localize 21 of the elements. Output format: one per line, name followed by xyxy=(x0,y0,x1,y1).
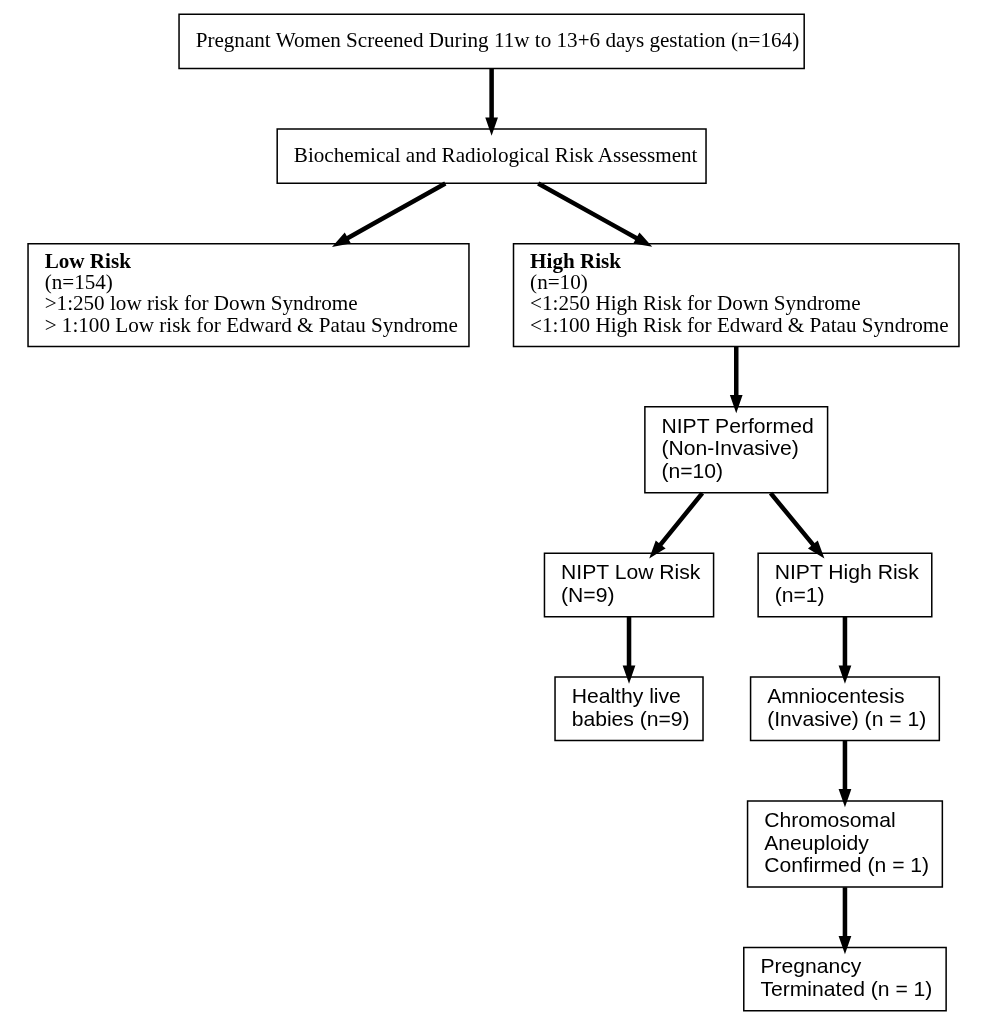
node-box: NIPT Performed (Non-Invasive) (n=10) xyxy=(643,406,828,494)
arrow xyxy=(768,491,824,559)
arrow xyxy=(484,68,498,136)
arrow xyxy=(729,346,743,414)
node-box: Pregnant Women Screened During 11w to 13+6 days gestation (n=164) xyxy=(177,13,805,70)
arrow xyxy=(331,181,446,247)
node-box: NIPT High Risk (n=1) xyxy=(756,552,933,618)
node-box: Chromosomal Aneuploidy Confirmed (n = 1) xyxy=(746,800,943,888)
node-box: NIPT Low Risk (N=9) xyxy=(543,552,714,618)
arrow xyxy=(838,617,851,684)
node-box: High Risk (n=10) <1:250 High Risk for Down Syndrome <1:100 High Risk for Edward & Patau Syndrome xyxy=(512,242,960,348)
arrow xyxy=(648,491,704,559)
arrow xyxy=(838,740,851,808)
arrow xyxy=(536,181,652,247)
node-box: Amniocentesis (Invasive) (n = 1) xyxy=(749,676,940,742)
node-box: Pregnancy Terminated (n = 1) xyxy=(742,946,947,1012)
arrow xyxy=(622,617,635,684)
arrow xyxy=(838,887,851,955)
node-box: Healthy live babies (n=9) xyxy=(553,676,704,742)
node-box: Biochemical and Radiological Risk Assessment xyxy=(275,128,707,185)
node-box: Low Risk (n=154) >1:250 low risk for Down Syndrome > 1:100 Low risk for Edward & Patau Syndrome xyxy=(26,242,470,348)
